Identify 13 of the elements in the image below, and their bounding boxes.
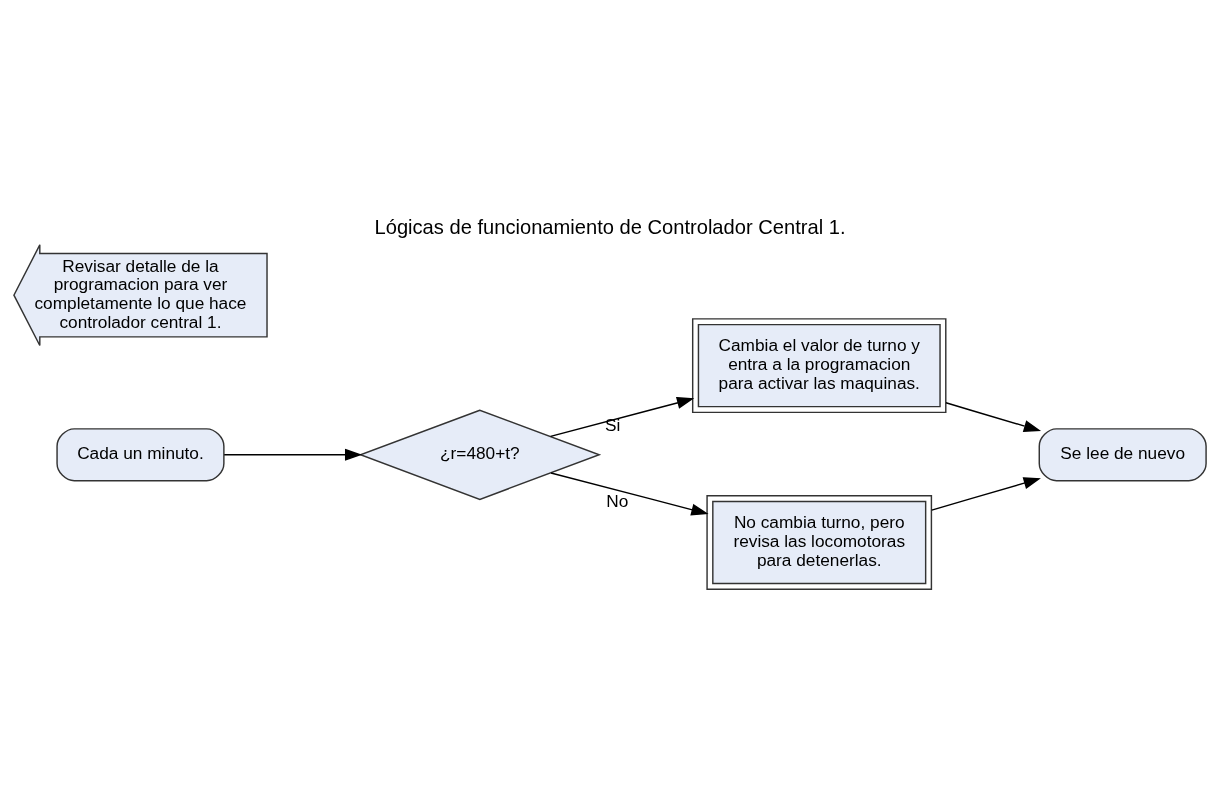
edge-label: No xyxy=(606,490,629,511)
node-diamond: ¿r=480+t? xyxy=(358,408,602,500)
arrow xyxy=(550,471,709,516)
diagram-title: Lógicas de funcionamiento de Controlador Central 1. xyxy=(374,215,846,238)
arrow xyxy=(931,476,1041,511)
edge-label: Si xyxy=(605,414,621,435)
node-box: Cada un minuto. xyxy=(56,427,225,481)
node-box: Cambia el valor de turno y entra a la programacion para activar las maquinas. xyxy=(691,317,947,413)
node-box: Se lee de nuevo xyxy=(1038,427,1207,481)
arrow xyxy=(945,401,1042,432)
arrow xyxy=(549,396,695,437)
arrow xyxy=(223,448,363,461)
node-box: No cambia turno, pero revisa las locomotoras para detenerlas. xyxy=(706,494,933,590)
